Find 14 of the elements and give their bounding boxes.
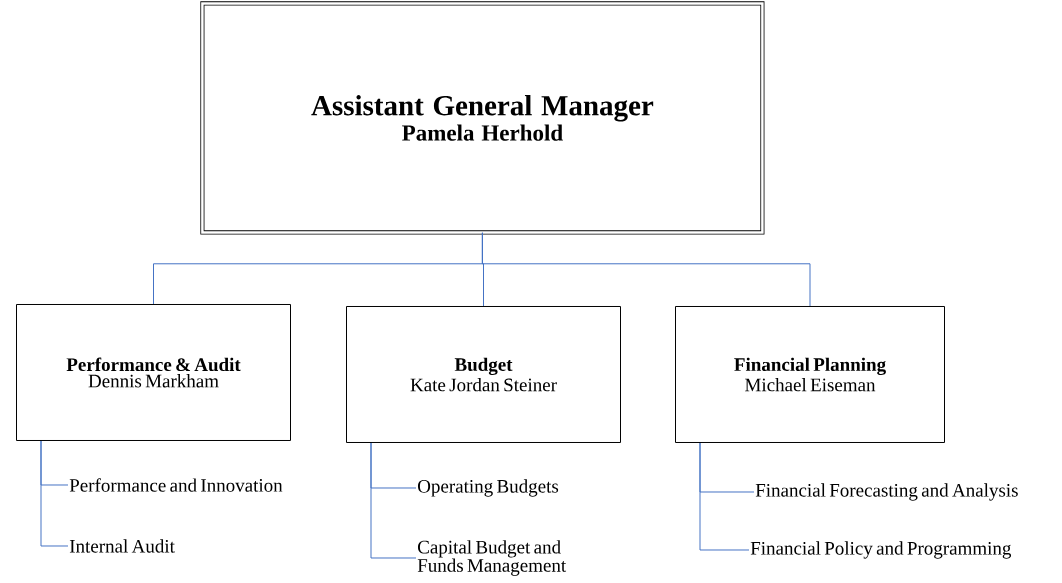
connector-line bbox=[699, 442, 750, 551]
unit-label: Financial Forecasting and Analysis bbox=[755, 483, 1018, 501]
title-box: Assistant General Manager Pamela Herhold bbox=[200, 1, 765, 235]
unit-label: Internal Audit bbox=[69, 539, 175, 553]
unit-label: Capital Budget and Funds Management bbox=[417, 540, 567, 576]
department-box: Budget Kate Jordan Steiner bbox=[346, 306, 621, 443]
connector-line bbox=[370, 442, 417, 559]
connector-line bbox=[481, 232, 811, 307]
connector-line bbox=[40, 440, 69, 547]
unit-label: Operating Budgets bbox=[418, 479, 559, 497]
unit-label: Financial Policy and Programming bbox=[750, 541, 1012, 559]
department-box: Performance & Audit Dennis Markham bbox=[16, 304, 291, 441]
unit-label: Performance and Innovation bbox=[69, 478, 283, 492]
department-box: Financial Planning Michael Eiseman bbox=[675, 306, 945, 443]
